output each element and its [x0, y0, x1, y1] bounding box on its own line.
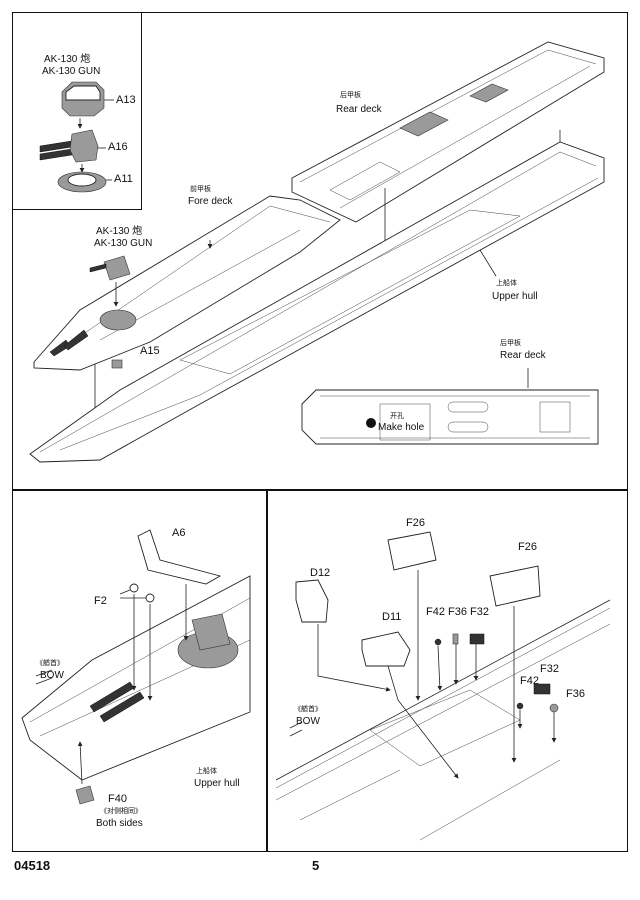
part-label-f2: F2 [94, 595, 107, 607]
part-label-f26-b: F26 [518, 541, 537, 553]
rear-deck-label-en: Rear deck [336, 104, 382, 115]
page-number: 5 [312, 858, 320, 873]
part-label-f40: F40 [108, 793, 127, 805]
part-label-a11: A11 [114, 173, 133, 185]
upper-hull-drawing [29, 141, 605, 463]
bottom-right-drawing [275, 531, 611, 841]
upper-hull-label-cn-left: 上船体 [196, 768, 217, 775]
bottom-left-panel [12, 490, 267, 852]
inset-box [12, 12, 142, 210]
part-label-a6: A6 [172, 527, 186, 539]
inset-gun-label-cn: AK-130 炮 [44, 54, 91, 65]
fore-deck-label-en: Fore deck [188, 196, 233, 207]
bow-label-en-left: BOW [40, 670, 64, 681]
inset-gun-label-en: AK-130 GUN [42, 66, 101, 77]
rear-deck-plan [301, 368, 599, 445]
part-label-f32-a: F32 [470, 606, 489, 618]
bow-label-cn-right: 《艏首》 [294, 706, 322, 713]
both-sides-label-cn: 《对侧相同》 [100, 808, 142, 815]
upper-hull-label-en-left: Upper hull [194, 778, 240, 789]
part-label-d12: D12 [310, 567, 331, 579]
gun-label-cn: AK-130 炮 [96, 226, 143, 237]
top-panel [12, 12, 628, 490]
part-label-a16: A16 [108, 141, 128, 153]
kit-number: 04518 [14, 858, 51, 873]
bow-label-cn-left: 《艏首》 [36, 660, 64, 667]
part-label-f26-a: F26 [406, 517, 425, 529]
part-label-f36-b: F36 [566, 688, 585, 700]
inset-gun-drawing [39, 81, 114, 193]
make-hole-label-en: Make hole [378, 422, 425, 433]
both-sides-label-en: Both sides [96, 818, 143, 829]
upper-hull-label-cn: 上船体 [496, 280, 517, 287]
bottom-right-panel [267, 490, 628, 852]
part-label-f42-a: F42 [426, 606, 445, 618]
rear-deck-drawing [291, 41, 605, 263]
bow-label-en-right: BOW [296, 716, 320, 727]
rear-deck-2-label-en: Rear deck [500, 350, 546, 361]
part-label-a15: A15 [140, 345, 160, 357]
gun-label-en: AK-130 GUN [94, 238, 153, 249]
rear-deck-label-cn: 后甲板 [340, 92, 361, 99]
bottom-left-drawing [21, 529, 251, 805]
rear-deck-2-label-cn: 后甲板 [500, 340, 521, 347]
part-label-f42-b: F42 [520, 675, 539, 687]
fore-deck-drawing [33, 195, 341, 421]
part-label-f32-b: F32 [540, 663, 559, 675]
part-label-f36-a: F36 [448, 606, 467, 618]
fore-deck-label-cn: 前甲板 [190, 186, 211, 193]
upper-hull-label-en: Upper hull [492, 291, 538, 302]
part-label-d11: D11 [382, 611, 402, 623]
part-label-a13: A13 [116, 94, 136, 106]
make-hole-label-cn: 开孔 [390, 413, 404, 420]
